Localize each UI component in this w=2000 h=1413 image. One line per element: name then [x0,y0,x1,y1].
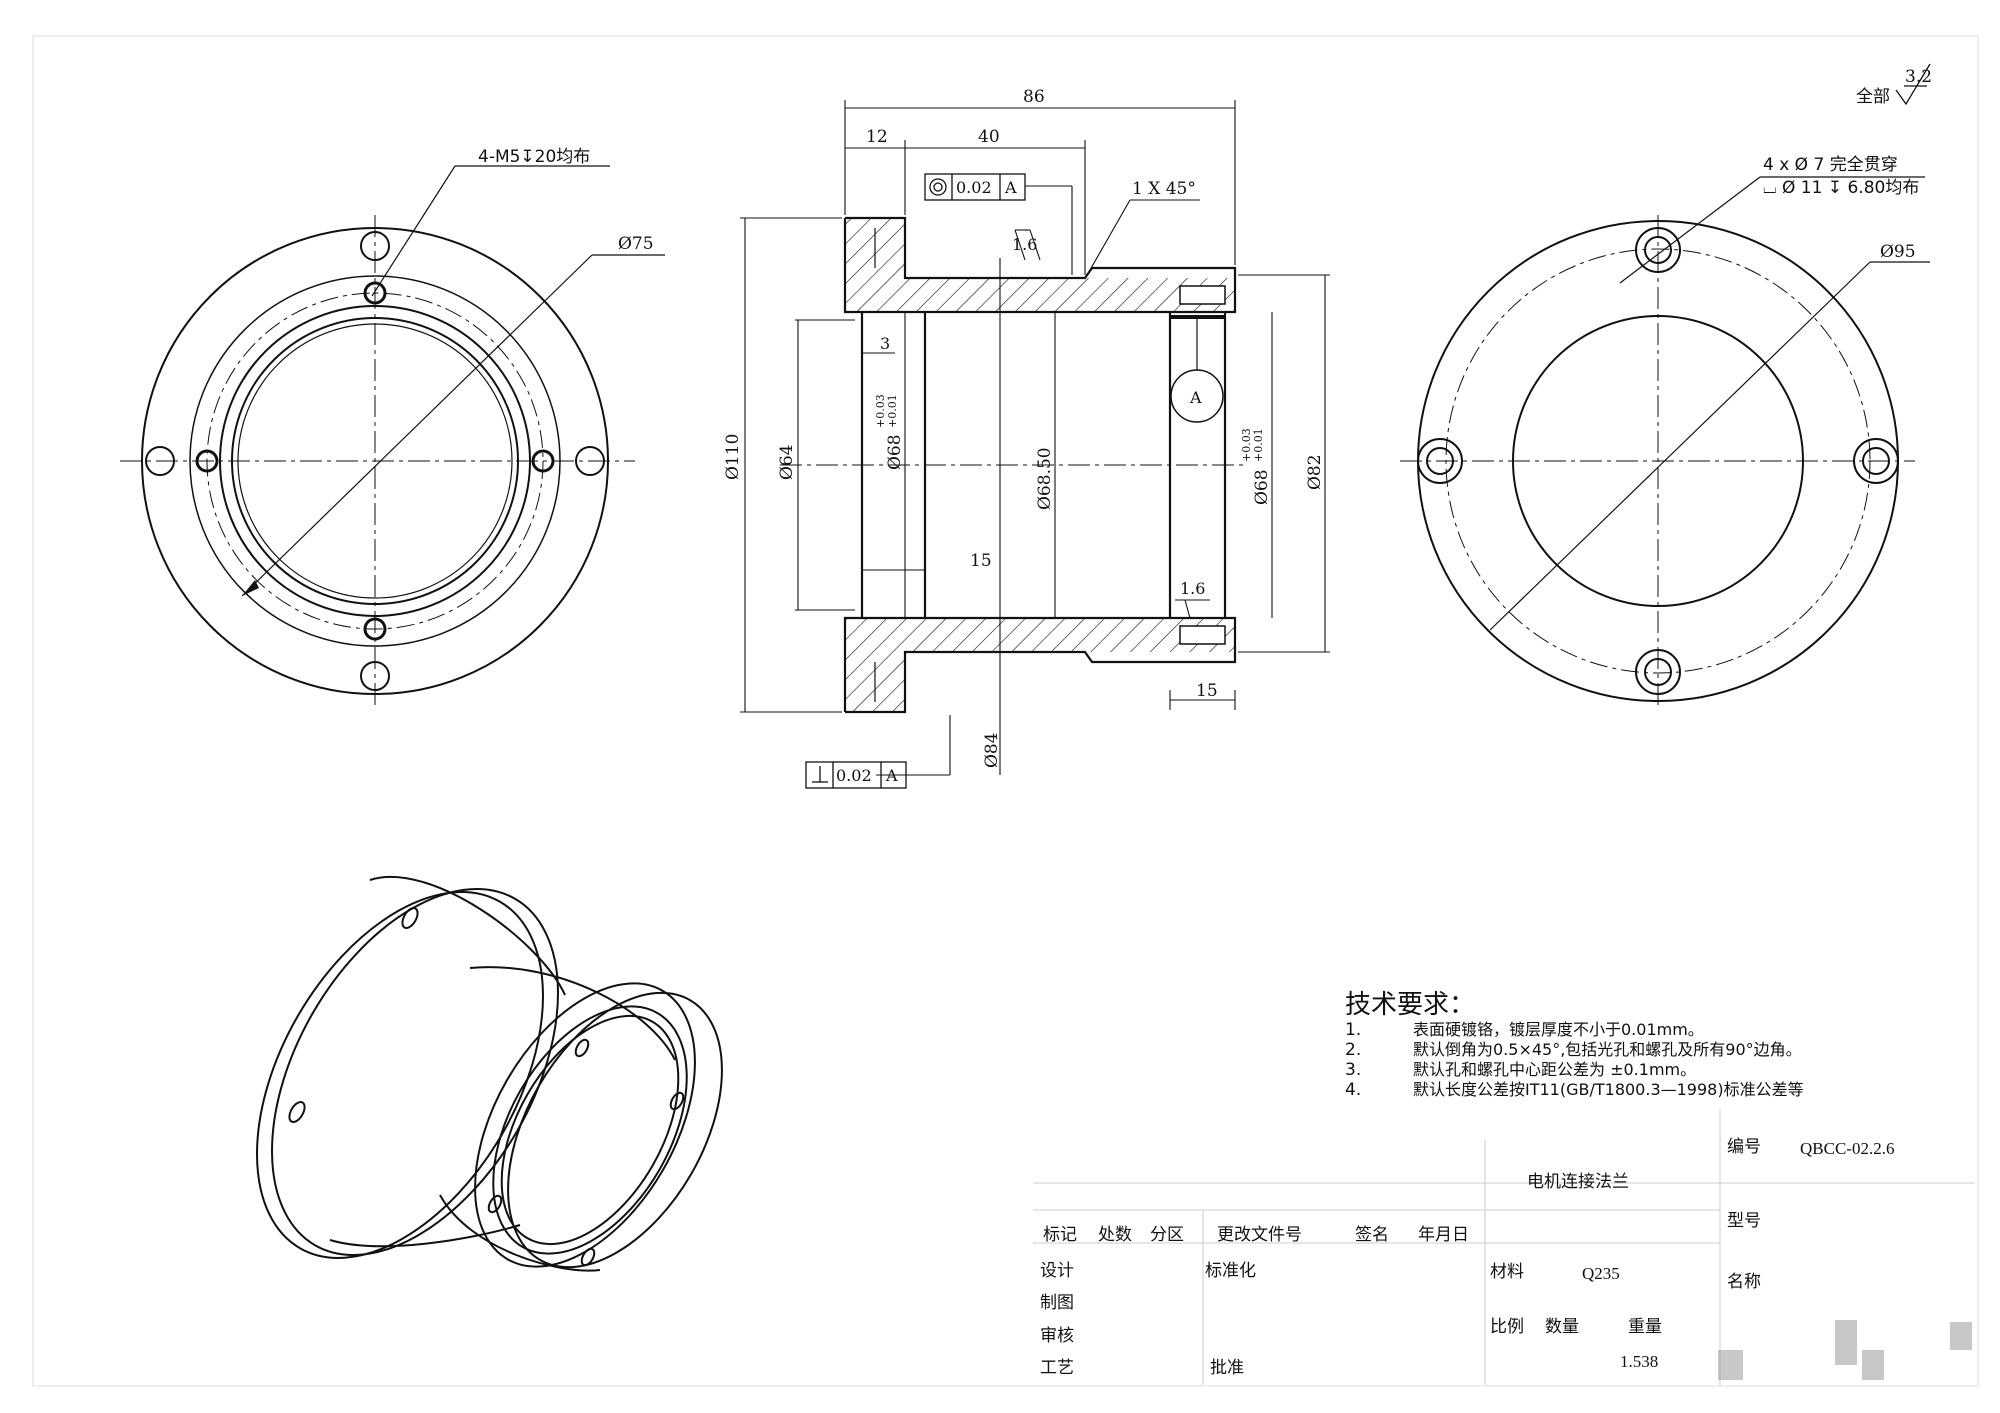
header-zone: 分区 [1150,1225,1184,1245]
dim-15-right: 15 [1196,681,1218,701]
tech-req-num: 1. [1345,1020,1361,1040]
tech-req-text: 默认孔和螺孔中心距公差为 ±0.1mm。 [1413,1060,1696,1079]
header-mark: 标记 [1043,1225,1077,1245]
code-label: 编号 [1727,1137,1761,1157]
concentricity-value: 0.02 [956,178,992,197]
tol-68-left-lower: +0.01 [886,394,899,428]
role-design: 设计 [1040,1261,1074,1281]
tol-68-right-upper: +0.03 [1240,428,1253,462]
drawing-name: 电机连接法兰 [1527,1172,1629,1192]
weight-value: 1.538 [1620,1352,1658,1371]
surface-finish-symbol [1895,63,1931,106]
front-view [120,165,665,708]
surface-finish-value: 3.2 [1905,67,1932,87]
weight-label: 重量 [1628,1317,1662,1337]
role-drafting: 制图 [1040,1293,1074,1313]
material-value: Q235 [1582,1264,1620,1283]
code-value: QBCC-02.2.6 [1800,1139,1894,1158]
dia-68-right: Ø68 [1252,469,1272,505]
tech-req-text: 默认倒角为0.5×45°,包括光孔和螺孔及所有90°边角。 [1413,1040,1802,1059]
dim-flange-12: 12 [866,127,888,147]
dia-64: Ø64 [777,444,797,480]
dia-68-left: Ø68 [885,434,905,470]
role-process: 工艺 [1040,1358,1074,1378]
scale-label: 比例 [1490,1317,1524,1337]
dia-82: Ø82 [1305,454,1325,490]
dim-15-left: 15 [970,551,992,571]
back-diameter-95: Ø95 [1880,242,1916,262]
back-view [1400,176,1930,708]
datum-a-label: A [1189,388,1202,407]
perpendicularity-datum: A [885,766,898,785]
header-signature: 签名 [1355,1225,1389,1245]
tech-req-list: 1. 表面硬镀铬，镀层厚度不小于0.01mm。 2. 默认倒角为0.5×45°,… [1345,1020,1804,1100]
model-label: 型号 [1727,1211,1761,1231]
back-hole-note-2: ⌴ Ø 11 ↧ 6.80均布 [1763,178,1919,198]
front-diameter-75: Ø75 [618,234,654,254]
material-label: 材料 [1490,1262,1524,1282]
dim-total-length: 86 [1023,87,1045,107]
front-thread-note: 4-M5↧20均布 [478,147,590,167]
tol-68-left-upper: +0.03 [874,394,887,428]
tech-req-heading: 技术要求： [1345,990,1475,1020]
dim-3: 3 [880,334,890,353]
section-view [740,100,1330,789]
surface-finish-label: 全部 [1856,87,1890,107]
concentricity-datum: A [1004,178,1017,197]
tech-req-num: 3. [1345,1060,1361,1080]
approve-label: 批准 [1210,1358,1244,1378]
tol-68-right-lower: +0.01 [1252,428,1265,462]
perpendicularity-value: 0.02 [836,766,872,785]
dia-110: Ø110 [723,434,743,480]
header-date: 年月日 [1418,1225,1469,1245]
roughness-top: 1.6 [1012,235,1037,254]
roughness-bottom: 1.6 [1180,579,1205,598]
quantity-label: 数量 [1545,1317,1579,1337]
title-block-grid [1033,1110,1975,1385]
dia-68-50: Ø68.50 [1035,447,1055,510]
dia-84: Ø84 [982,732,1002,768]
header-count: 处数 [1098,1225,1132,1245]
back-hole-note-1: 4 x Ø 7 完全贯穿 [1763,155,1898,175]
sheet-border [32,35,1979,1387]
role-review: 审核 [1040,1326,1074,1346]
header-change-doc: 更改文件号 [1217,1225,1302,1245]
watermark [1718,1320,1972,1380]
tech-req-text: 默认长度公差按IT11(GB/T1800.3—1998)标准公差等 [1413,1080,1804,1099]
tech-req-num: 4. [1345,1080,1361,1100]
chamfer-note: 1 X 45° [1132,179,1196,199]
standardize-label: 标准化 [1205,1261,1256,1281]
isometric-view [256,875,723,1272]
name-label: 名称 [1727,1272,1761,1292]
tech-req-num: 2. [1345,1040,1361,1060]
dim-40: 40 [978,127,1000,147]
tech-req-text: 表面硬镀铬，镀层厚度不小于0.01mm。 [1413,1020,1704,1039]
